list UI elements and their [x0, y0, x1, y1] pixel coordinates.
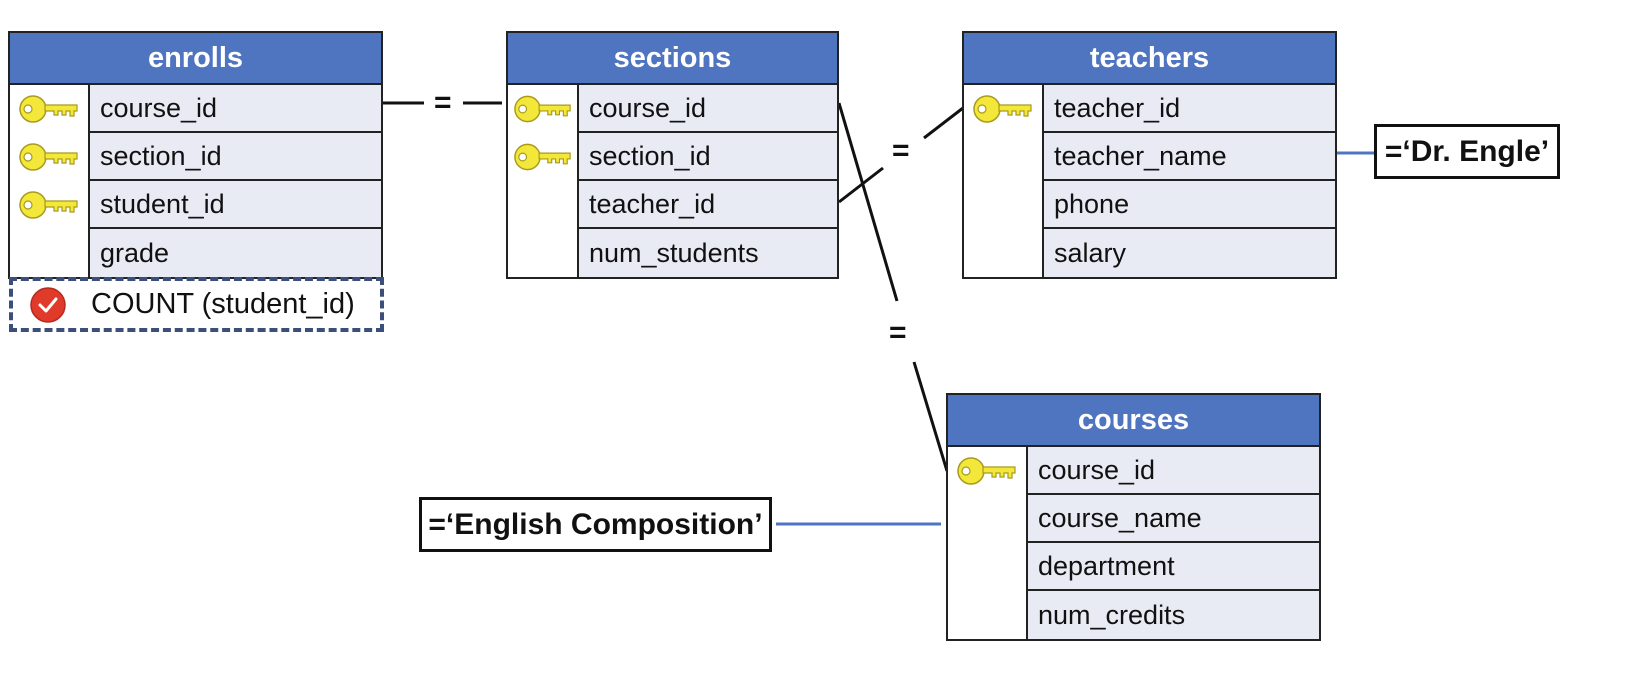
check-circle-icon [30, 286, 66, 323]
field-student-id[interactable]: student_id [90, 181, 381, 229]
aggregate-label: COUNT (student_id) [91, 288, 355, 320]
key-cell-empty [948, 495, 1026, 543]
table-teachers[interactable]: teachers teacher_id teacher_name phone s… [962, 31, 1337, 279]
table-title: enrolls [10, 33, 381, 85]
field-column: course_id section_id student_id grade [90, 85, 381, 277]
field-department[interactable]: department [1028, 543, 1319, 591]
table-title: courses [948, 395, 1319, 447]
key-cell [10, 181, 88, 229]
key-cell-empty [964, 133, 1042, 181]
join-equals-enrolls-sections: = [434, 86, 452, 119]
key-icon [973, 95, 1032, 123]
key-cell [10, 133, 88, 181]
join-line-sections-teachers-lower [838, 166, 884, 204]
key-column [964, 85, 1044, 277]
key-cell [964, 85, 1042, 133]
join-line-sections-teachers-upper [923, 106, 964, 140]
key-icon [513, 95, 571, 123]
join-equals-sections-teachers: = [892, 134, 910, 167]
table-title: sections [508, 33, 837, 85]
aggregate-count-box[interactable]: COUNT (student_id) [9, 277, 384, 332]
join-equals-sections-courses: = [889, 316, 907, 349]
field-course-name[interactable]: course_name [1028, 495, 1319, 543]
key-cell-empty [964, 229, 1042, 277]
key-cell-empty [508, 181, 577, 229]
key-cell-empty [508, 229, 577, 277]
key-icon [513, 143, 571, 171]
field-num-credits[interactable]: num_credits [1028, 591, 1319, 639]
field-course-id[interactable]: course_id [90, 85, 381, 133]
field-grade[interactable]: grade [90, 229, 381, 277]
key-icon [19, 143, 78, 171]
key-column [948, 447, 1028, 639]
table-sections[interactable]: sections course_id section_id teacher_id… [506, 31, 839, 279]
field-num-students[interactable]: num_students [579, 229, 837, 277]
field-teacher-id[interactable]: teacher_id [579, 181, 837, 229]
key-column [508, 85, 579, 277]
key-cell-empty [10, 229, 88, 277]
field-salary[interactable]: salary [1044, 229, 1335, 277]
join-line-sections-courses-upper [837, 102, 899, 302]
key-column [10, 85, 90, 277]
key-cell-empty [948, 543, 1026, 591]
field-course-id[interactable]: course_id [579, 85, 837, 133]
field-teacher-id[interactable]: teacher_id [1044, 85, 1335, 133]
field-course-id[interactable]: course_id [1028, 447, 1319, 495]
field-teacher-name[interactable]: teacher_name [1044, 133, 1335, 181]
key-cell [10, 85, 88, 133]
key-cell [948, 447, 1026, 495]
table-title: teachers [964, 33, 1335, 85]
key-icon [19, 95, 78, 123]
table-enrolls[interactable]: enrolls course_id section_id student_id … [8, 31, 383, 279]
field-column: teacher_id teacher_name phone salary [1044, 85, 1335, 277]
field-column: course_id section_id teacher_id num_stud… [579, 85, 837, 277]
filter-course-name[interactable]: =‘English Composition’ [419, 497, 772, 552]
key-cell-empty [948, 591, 1026, 639]
field-section-id[interactable]: section_id [90, 133, 381, 181]
key-icon [957, 457, 1016, 485]
field-column: course_id course_name department num_cre… [1028, 447, 1319, 639]
join-line-sections-courses-lower [912, 361, 949, 472]
field-phone[interactable]: phone [1044, 181, 1335, 229]
key-icon [19, 191, 78, 219]
key-cell [508, 85, 577, 133]
key-cell-empty [964, 181, 1042, 229]
field-section-id[interactable]: section_id [579, 133, 837, 181]
table-courses[interactable]: courses course_id course_name department… [946, 393, 1321, 641]
key-cell [508, 133, 577, 181]
filter-teacher-name[interactable]: =‘Dr. Engle’ [1374, 124, 1560, 179]
